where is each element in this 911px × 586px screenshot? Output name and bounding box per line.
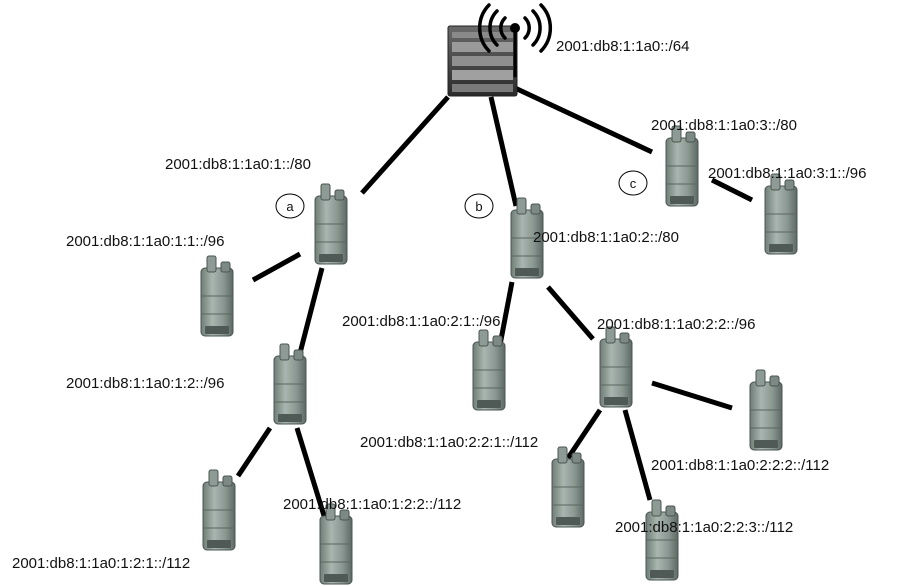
link-root-b bbox=[488, 96, 519, 207]
handheld-device-icon-a21 bbox=[202, 469, 236, 551]
subtree-markers: a b c bbox=[275, 170, 648, 219]
link-a2-a22 bbox=[294, 427, 328, 520]
handheld-device-icon-a2 bbox=[273, 343, 307, 425]
link-root-c bbox=[513, 85, 654, 155]
label-b2: 2001:db8:1:1a0:2:2::/96 bbox=[597, 316, 755, 333]
link-b2-b22 bbox=[651, 380, 733, 411]
label-root: 2001:db8:1:1a0::/64 bbox=[556, 38, 689, 55]
link-a2-a21 bbox=[235, 426, 273, 478]
marker-a: a bbox=[275, 193, 305, 219]
marker-a-letter: a bbox=[286, 199, 294, 214]
label-c: 2001:db8:1:1a0:3::/80 bbox=[651, 117, 797, 134]
label-a21: 2001:db8:1:1a0:1:2:1::/112 bbox=[12, 555, 190, 572]
label-b22: 2001:db8:1:1a0:2:2:2::/112 bbox=[651, 457, 829, 474]
wireless-signal-icon bbox=[477, 3, 553, 78]
marker-c-letter: c bbox=[630, 176, 637, 191]
label-b23: 2001:db8:1:1a0:2:2:3::/112 bbox=[615, 519, 793, 536]
handheld-device-icon-b21 bbox=[551, 446, 585, 528]
label-b1: 2001:db8:1:1a0:2:1::/96 bbox=[342, 313, 500, 330]
marker-b: b bbox=[464, 193, 494, 219]
link-b2-b21 bbox=[565, 408, 603, 460]
label-a: 2001:db8:1:1a0:1::/80 bbox=[165, 156, 311, 173]
core-router bbox=[447, 3, 553, 97]
handheld-device-icon-b22 bbox=[749, 369, 783, 451]
label-a1: 2001:db8:1:1a0:1:1::/96 bbox=[66, 233, 224, 250]
handheld-device-icon-a bbox=[314, 183, 348, 265]
label-a22: 2001:db8:1:1a0:1:2:2::/112 bbox=[283, 496, 461, 513]
handheld-device-icon-b23 bbox=[645, 499, 679, 581]
link-a-a1 bbox=[251, 251, 302, 283]
link-root-a bbox=[360, 95, 450, 195]
links bbox=[235, 85, 754, 520]
prefix-labels: 2001:db8:1:1a0::/64 2001:db8:1:1a0:1::/8… bbox=[12, 38, 866, 572]
handheld-device-icon-b2 bbox=[599, 326, 633, 408]
label-b21: 2001:db8:1:1a0:2:2:1::/112 bbox=[360, 434, 538, 451]
handheld-device-icon-c1 bbox=[764, 173, 798, 255]
handheld-device-icon-a1 bbox=[200, 255, 234, 337]
marker-b-letter: b bbox=[475, 199, 482, 214]
link-a-a2 bbox=[296, 267, 325, 358]
handheld-device-icon-c bbox=[665, 125, 699, 207]
marker-c: c bbox=[618, 170, 648, 196]
link-b-b2 bbox=[546, 285, 595, 341]
label-a2: 2001:db8:1:1a0:1:2::/96 bbox=[66, 375, 224, 392]
label-b: 2001:db8:1:1a0:2::/80 bbox=[533, 229, 679, 246]
link-b2-b23 bbox=[622, 409, 653, 501]
label-c1: 2001:db8:1:1a0:3:1::/96 bbox=[708, 165, 866, 182]
link-c-c1 bbox=[710, 177, 754, 203]
handheld-device-icon-a22 bbox=[319, 503, 353, 585]
handheld-device-icon-b1 bbox=[472, 329, 506, 411]
